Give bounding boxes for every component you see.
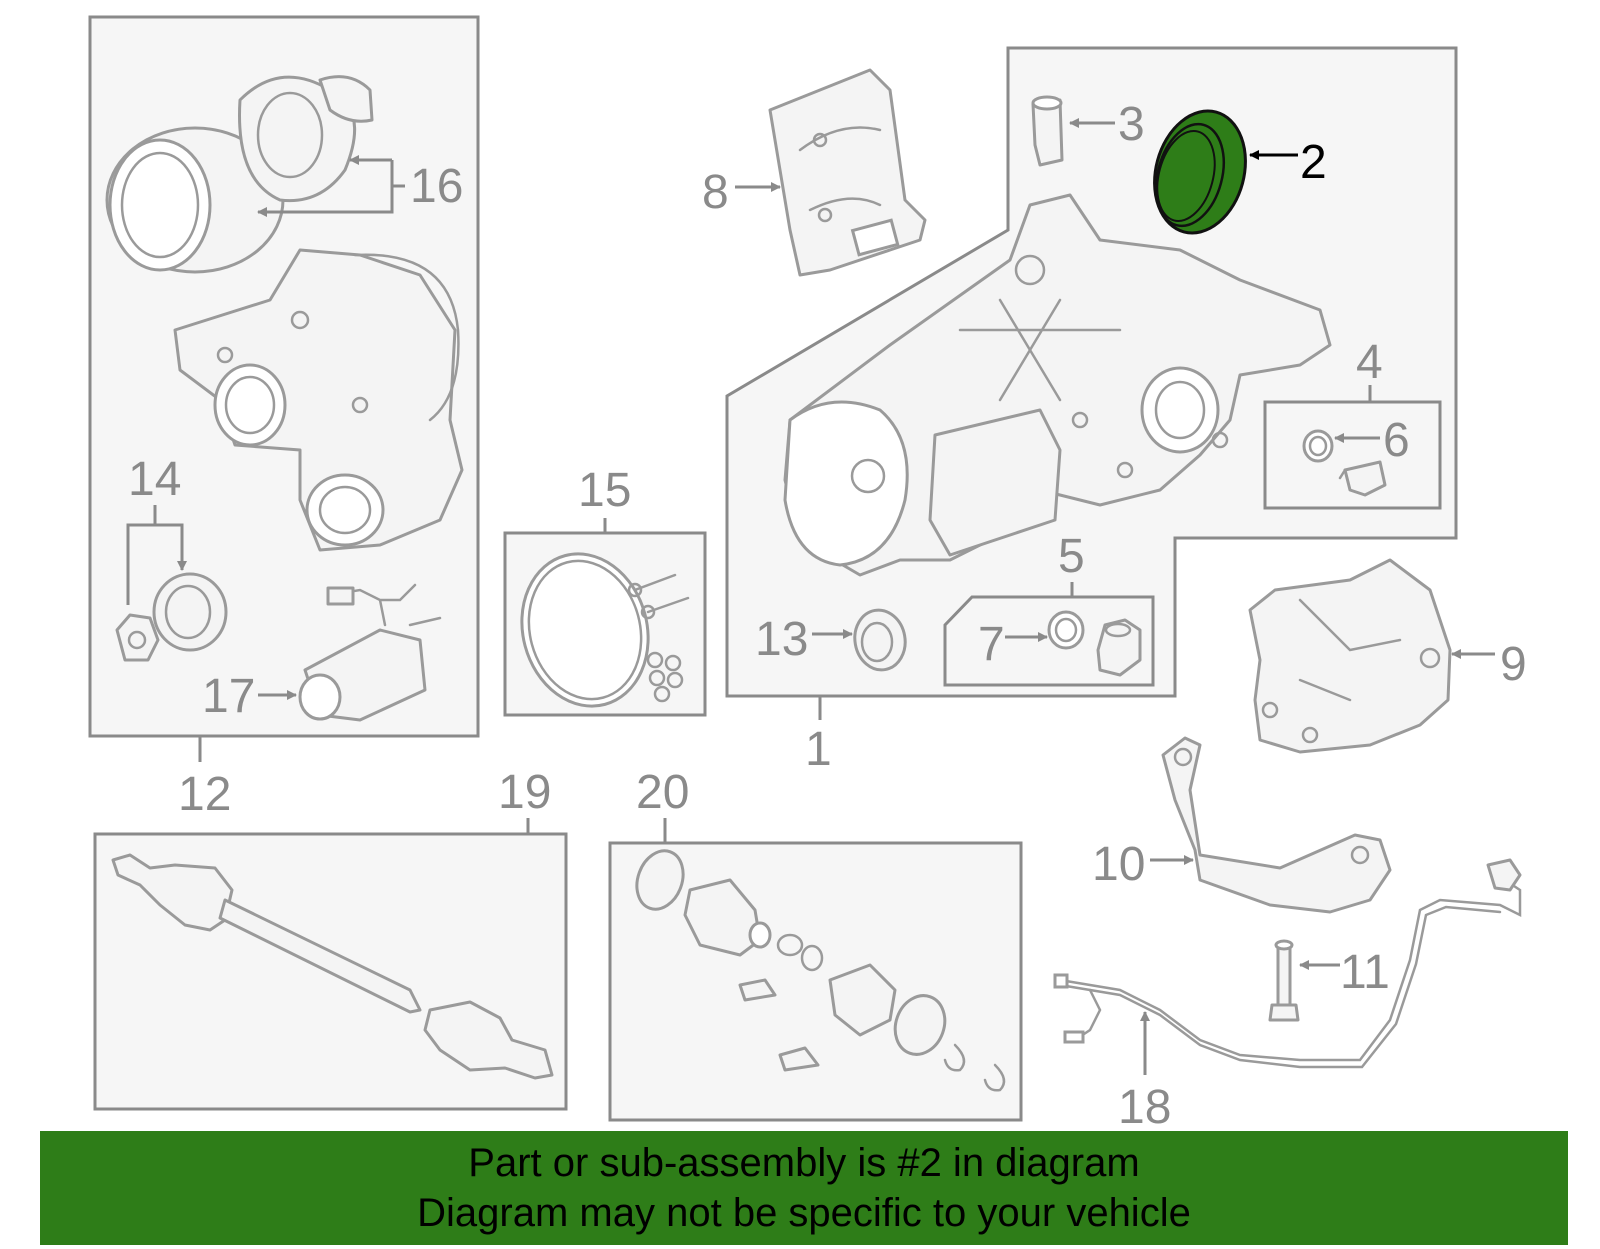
callout-1: 1 [805,723,832,776]
axle-shaft-19-drawing [111,853,554,1080]
callout-8: 8 [702,166,729,219]
differential-housing-drawing [783,193,1332,577]
bearing-drawing [105,126,285,274]
callout-12: 12 [178,768,231,821]
callout-10: 10 [1092,838,1145,891]
callout-3: 3 [1118,98,1145,151]
boot-kit-20-drawing [635,849,1006,1092]
callout-14-leader [126,505,187,605]
callout-17: 17 [202,670,255,723]
oil-seal-13-drawing [853,608,907,672]
fill-plug-drawing [1096,618,1142,677]
callout-13: 13 [755,613,808,666]
nut-14-drawing [115,613,160,662]
callout-4: 4 [1356,336,1383,389]
callout-2: 2 [1300,136,1327,189]
oil-seal-2-highlighted [1153,109,1247,235]
callout-7: 7 [978,618,1005,671]
drain-plug-drawing [1338,460,1387,497]
callout-11: 11 [1340,946,1390,999]
banner-line-1: Part or sub-assembly is #2 in diagram [468,1141,1140,1185]
wiring-harness-18-drawing [1053,858,1522,1069]
info-banner: Part or sub-assembly is #2 in diagram Di… [40,1131,1568,1245]
bolt-11-drawing [1268,939,1300,1022]
callout-18: 18 [1118,1081,1171,1134]
callout-20: 20 [636,766,689,819]
bracket-10-drawing [1161,736,1392,914]
callout-14: 14 [128,453,181,506]
callout-19: 19 [498,766,551,819]
callout-9: 9 [1500,638,1527,691]
callout-6: 6 [1383,414,1410,467]
callout-16: 16 [410,160,463,213]
transfer-housing-drawing [173,248,464,552]
cover-9-drawing [1248,558,1452,754]
plug-3-drawing [1031,95,1064,167]
gasket-kit-15-drawing [520,552,690,708]
callout-5: 5 [1058,530,1085,583]
gasket-7-drawing [1047,610,1085,650]
callout-15: 15 [578,464,631,517]
gasket-6-drawing [1302,429,1334,463]
actuator-motor-17-drawing [298,583,442,722]
banner-line-2: Diagram may not be specific to your vehi… [417,1191,1191,1235]
carrier-drawing [238,75,374,203]
callout-16-leader [257,155,405,217]
control-module-8-drawing [768,68,927,277]
oil-seal-14-drawing [152,572,228,652]
